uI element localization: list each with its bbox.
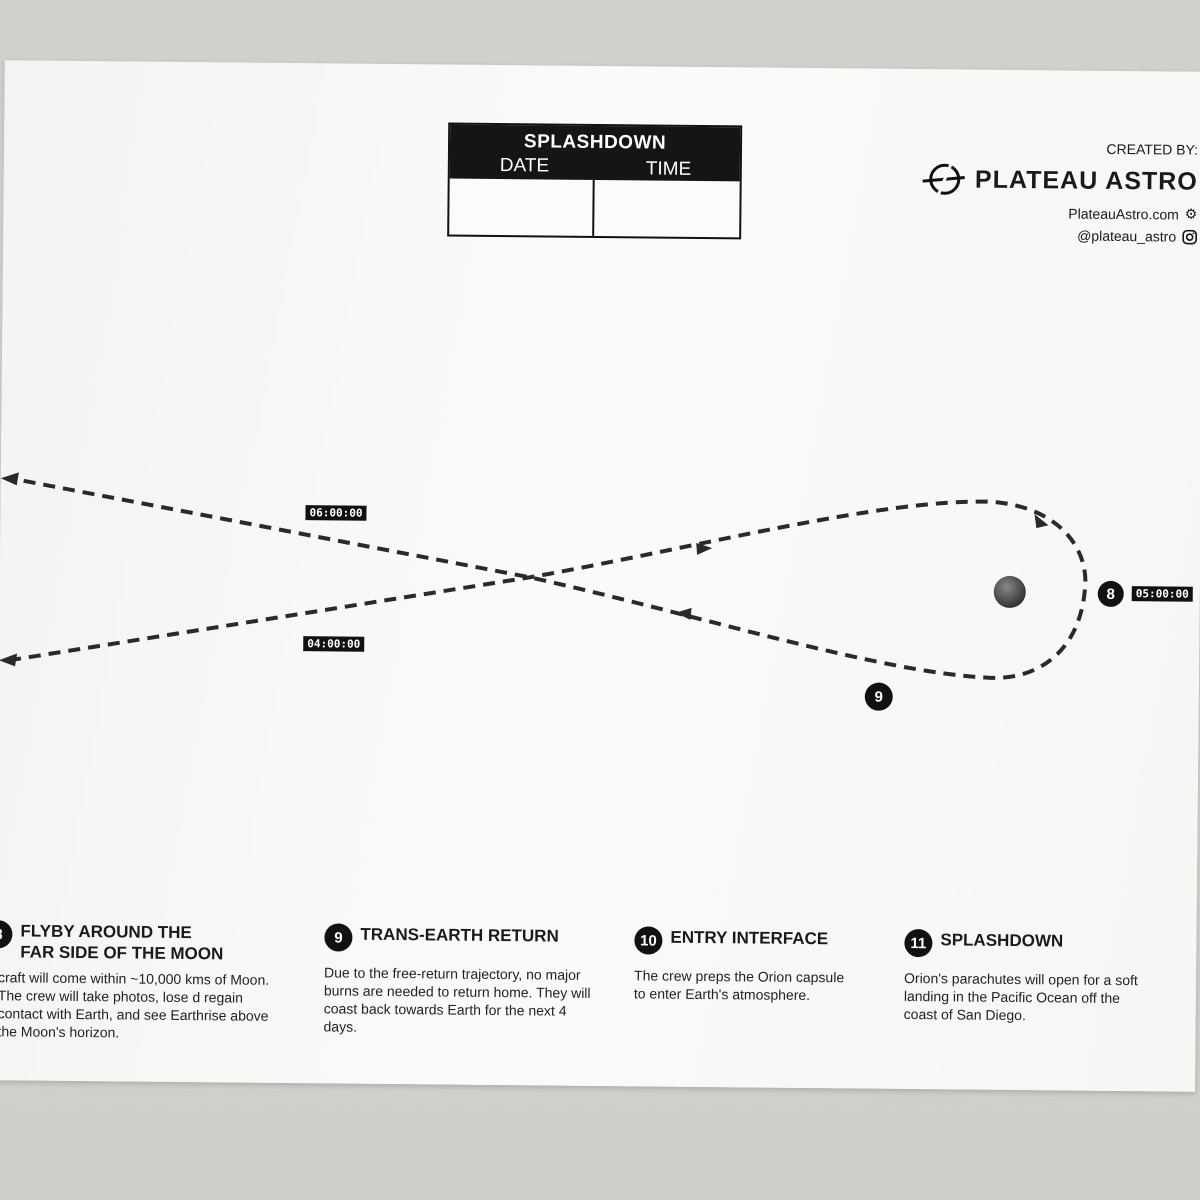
arrow-left-upper: [0, 472, 19, 486]
arrow-left-lower: [0, 653, 18, 667]
step-body: Orion's parachutes will open for a soft …: [903, 969, 1138, 1024]
step-trans-earth-return: 9 TRANS-EARTH RETURN Due to the free-ret…: [323, 923, 594, 1038]
step-body: The crew preps the Orion capsule to ente…: [633, 967, 845, 1004]
step-head: 9 TRANS-EARTH RETURN: [324, 923, 594, 954]
instagram-link[interactable]: @plateau_astro: [917, 226, 1198, 245]
step-title-line1: FLYBY AROUND THE: [20, 921, 192, 943]
flyby-badge: 8: [1097, 580, 1124, 608]
arrow-right-upper: [696, 542, 713, 555]
trajectory-diagram: [0, 472, 1088, 680]
step-title: SPLASHDOWN: [940, 930, 1064, 951]
moon-icon: [993, 575, 1026, 608]
orbit-logo-icon: [922, 163, 966, 195]
timestamp-flyby: 05:00:00: [1131, 586, 1193, 602]
step-number: 10: [634, 926, 663, 955]
step-splashdown: 11 SPLASHDOWN Orion's parachutes will op…: [903, 928, 1155, 1025]
step-title-line2: FAR SIDE OF THE MOON: [20, 942, 224, 964]
step-title: ENTRY INTERFACE: [670, 927, 829, 949]
timestamp-upper: 06:00:00: [305, 505, 367, 521]
timestamp-lower: 04:00:00: [303, 636, 365, 652]
step-body: craft will come within ~10,000 kms of Mo…: [0, 969, 270, 1041]
poster-sheet: SPLASHDOWN DATE TIME CREATED BY: PLATEAU…: [0, 60, 1200, 1092]
outbound-path: [8, 476, 1088, 680]
instagram-icon: [1182, 229, 1198, 244]
step-number: 9: [324, 923, 353, 952]
step-head: 11 SPLASHDOWN: [904, 928, 1154, 959]
brand-row: PLATEAU ASTRO: [918, 161, 1198, 200]
step-title: FLYBY AROUND THE FAR SIDE OF THE MOON: [20, 920, 223, 964]
brand-block: CREATED BY: PLATEAU ASTRO PlateauAstro.c…: [917, 139, 1198, 245]
step-body: Due to the free-return trajectory, no ma…: [323, 964, 591, 1035]
step-number: 11: [904, 928, 933, 958]
step-flyby: 8 FLYBY AROUND THE FAR SIDE OF THE MOON …: [0, 920, 275, 1043]
step-number: 8: [0, 920, 13, 949]
step-head: 10 ENTRY INTERFACE: [634, 926, 849, 956]
step-head: 8 FLYBY AROUND THE FAR SIDE OF THE MOON: [0, 920, 275, 965]
step-title: TRANS-EARTH RETURN: [360, 924, 559, 946]
return-badge: 9: [864, 682, 893, 711]
step-entry-interface: 10 ENTRY INTERFACE The crew preps the Or…: [634, 926, 850, 1004]
arrow-top-right: [1034, 514, 1049, 529]
arrow-return: [675, 607, 692, 620]
